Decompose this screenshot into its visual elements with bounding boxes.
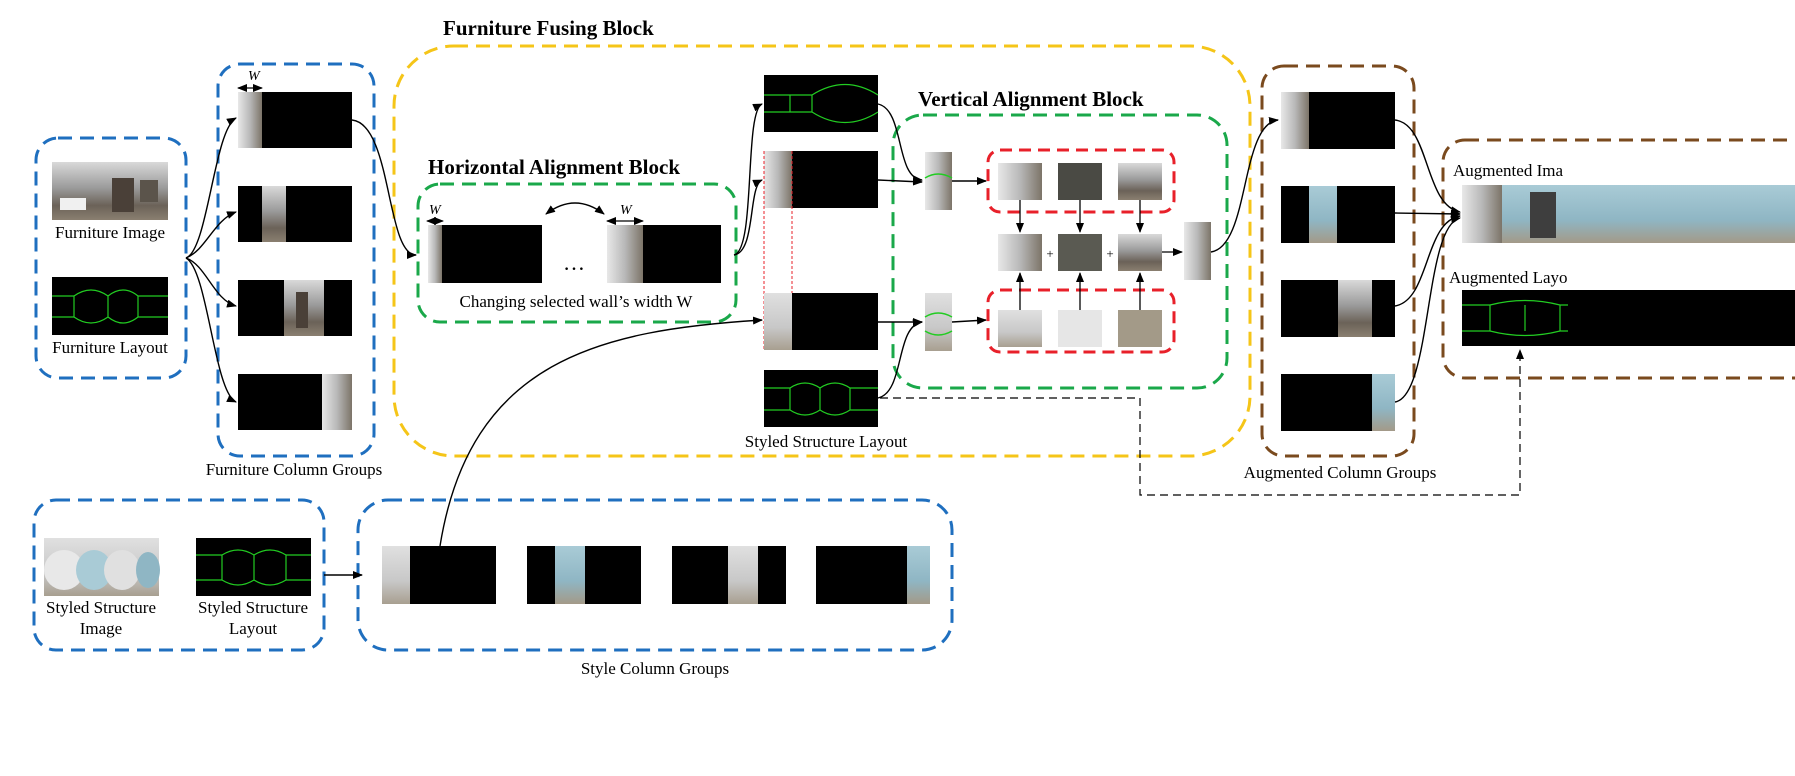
fused-strip	[1184, 222, 1211, 280]
changing-width-label: Changing selected wall’s width W	[460, 292, 694, 311]
augmented-layout-label: Augmented Layo	[1449, 268, 1568, 287]
fused-to-augmented-arrow	[1210, 116, 1279, 253]
style-column-2	[527, 546, 641, 604]
svg-text:W: W	[248, 69, 261, 84]
merged-crop-wall	[1058, 234, 1102, 271]
augmented-image-thumb	[1462, 185, 1795, 243]
style-column-panel	[764, 293, 878, 350]
style-to-fusing-arrow	[439, 316, 763, 547]
augmented-image-label: Augmented Ima	[1453, 161, 1563, 180]
column-to-horizontal-arrow	[351, 119, 417, 259]
selected-layout-panel	[764, 75, 879, 132]
augmented-layout-thumb	[1462, 290, 1795, 346]
augmented-column-groups-label: Augmented Column Groups	[1244, 463, 1437, 482]
top-crop-wall	[1058, 163, 1102, 200]
width-indicator-left: W	[426, 203, 444, 225]
plus-sign-2: +	[1106, 246, 1113, 261]
styled-structure-image-label-1: Styled Structure	[46, 598, 156, 617]
style-column-groups-label: Style Column Groups	[581, 659, 729, 678]
furniture-column-4	[238, 374, 352, 430]
augmented-column-4	[1281, 374, 1395, 431]
width-indicator-right: W	[606, 203, 644, 225]
augmented-output-box	[1441, 138, 1795, 380]
styled-structure-layout-center-label: Styled Structure Layout	[745, 432, 908, 451]
vertical-alignment-block-box	[891, 113, 1229, 390]
augmented-merge-arrows	[1394, 119, 1461, 403]
furniture-image-label: Furniture Image	[55, 223, 165, 242]
styled-structure-layout-panel	[764, 370, 878, 427]
fan-out-arrows	[185, 117, 237, 403]
vertical-strip-image	[924, 152, 953, 210]
styled-structure-image-thumb	[44, 538, 160, 596]
merged-crop-floor	[1118, 234, 1162, 271]
svg-text:W: W	[620, 203, 633, 218]
bottom-crop-floor	[1118, 310, 1162, 347]
selected-image-panel	[764, 151, 878, 208]
svg-text:W: W	[429, 203, 442, 218]
furniture-fusing-title: Furniture Fusing Block	[443, 16, 654, 40]
bottom-crop-group-box	[986, 288, 1176, 354]
vertical-in-arrows	[877, 103, 923, 399]
bottom-crop-wall	[1058, 310, 1102, 347]
plus-sign-1: +	[1046, 246, 1053, 261]
furniture-layout-label: Furniture Layout	[52, 338, 168, 357]
furniture-input-group	[34, 136, 188, 380]
vertical-alignment-title: Vertical Alignment Block	[918, 87, 1144, 111]
styled-structure-image-label-2: Image	[80, 619, 122, 638]
horizontal-panel-narrow	[428, 225, 542, 283]
arrow-to-bottom-crops	[951, 316, 987, 325]
styled-structure-layout-label-2: Layout	[229, 619, 277, 638]
top-crop-ceiling	[998, 163, 1042, 200]
crop-arrows	[1016, 200, 1183, 310]
merged-crop-ceiling	[998, 234, 1042, 271]
horizontal-out-arrows	[733, 103, 763, 256]
styled-structure-layout-thumb	[196, 538, 311, 596]
horizontal-panel-wide	[607, 225, 721, 283]
width-indicator-top: W	[237, 69, 263, 92]
styled-structure-layout-label-1: Styled Structure	[198, 598, 308, 617]
furniture-fusing-block-box	[392, 44, 1252, 458]
furniture-column-1	[238, 92, 352, 148]
furniture-column-3	[238, 280, 352, 336]
vertical-strip-style	[924, 293, 953, 351]
bottom-crop-ceiling	[998, 310, 1042, 347]
ellipsis: …	[563, 250, 585, 275]
style-column-1	[382, 546, 496, 604]
swap-arrow	[545, 202, 605, 215]
style-column-4	[816, 546, 930, 604]
augmented-column-2	[1281, 186, 1395, 243]
style-column-3	[672, 546, 786, 604]
horizontal-alignment-title: Horizontal Alignment Block	[428, 155, 680, 179]
augmented-column-groups-box	[1260, 64, 1416, 458]
top-crop-group-box	[986, 148, 1176, 214]
furniture-layout-thumb	[52, 277, 168, 335]
augmented-column-3	[1281, 280, 1395, 337]
layout-skip-connection	[880, 349, 1524, 496]
horizontal-alignment-block-box	[416, 182, 738, 324]
furniture-column-groups-label: Furniture Column Groups	[206, 460, 383, 479]
top-crop-floor	[1118, 163, 1162, 200]
augmented-column-1	[1281, 92, 1395, 149]
furniture-column-groups-box	[216, 62, 376, 458]
furniture-image-thumb	[52, 162, 168, 220]
furniture-column-2	[238, 186, 352, 242]
